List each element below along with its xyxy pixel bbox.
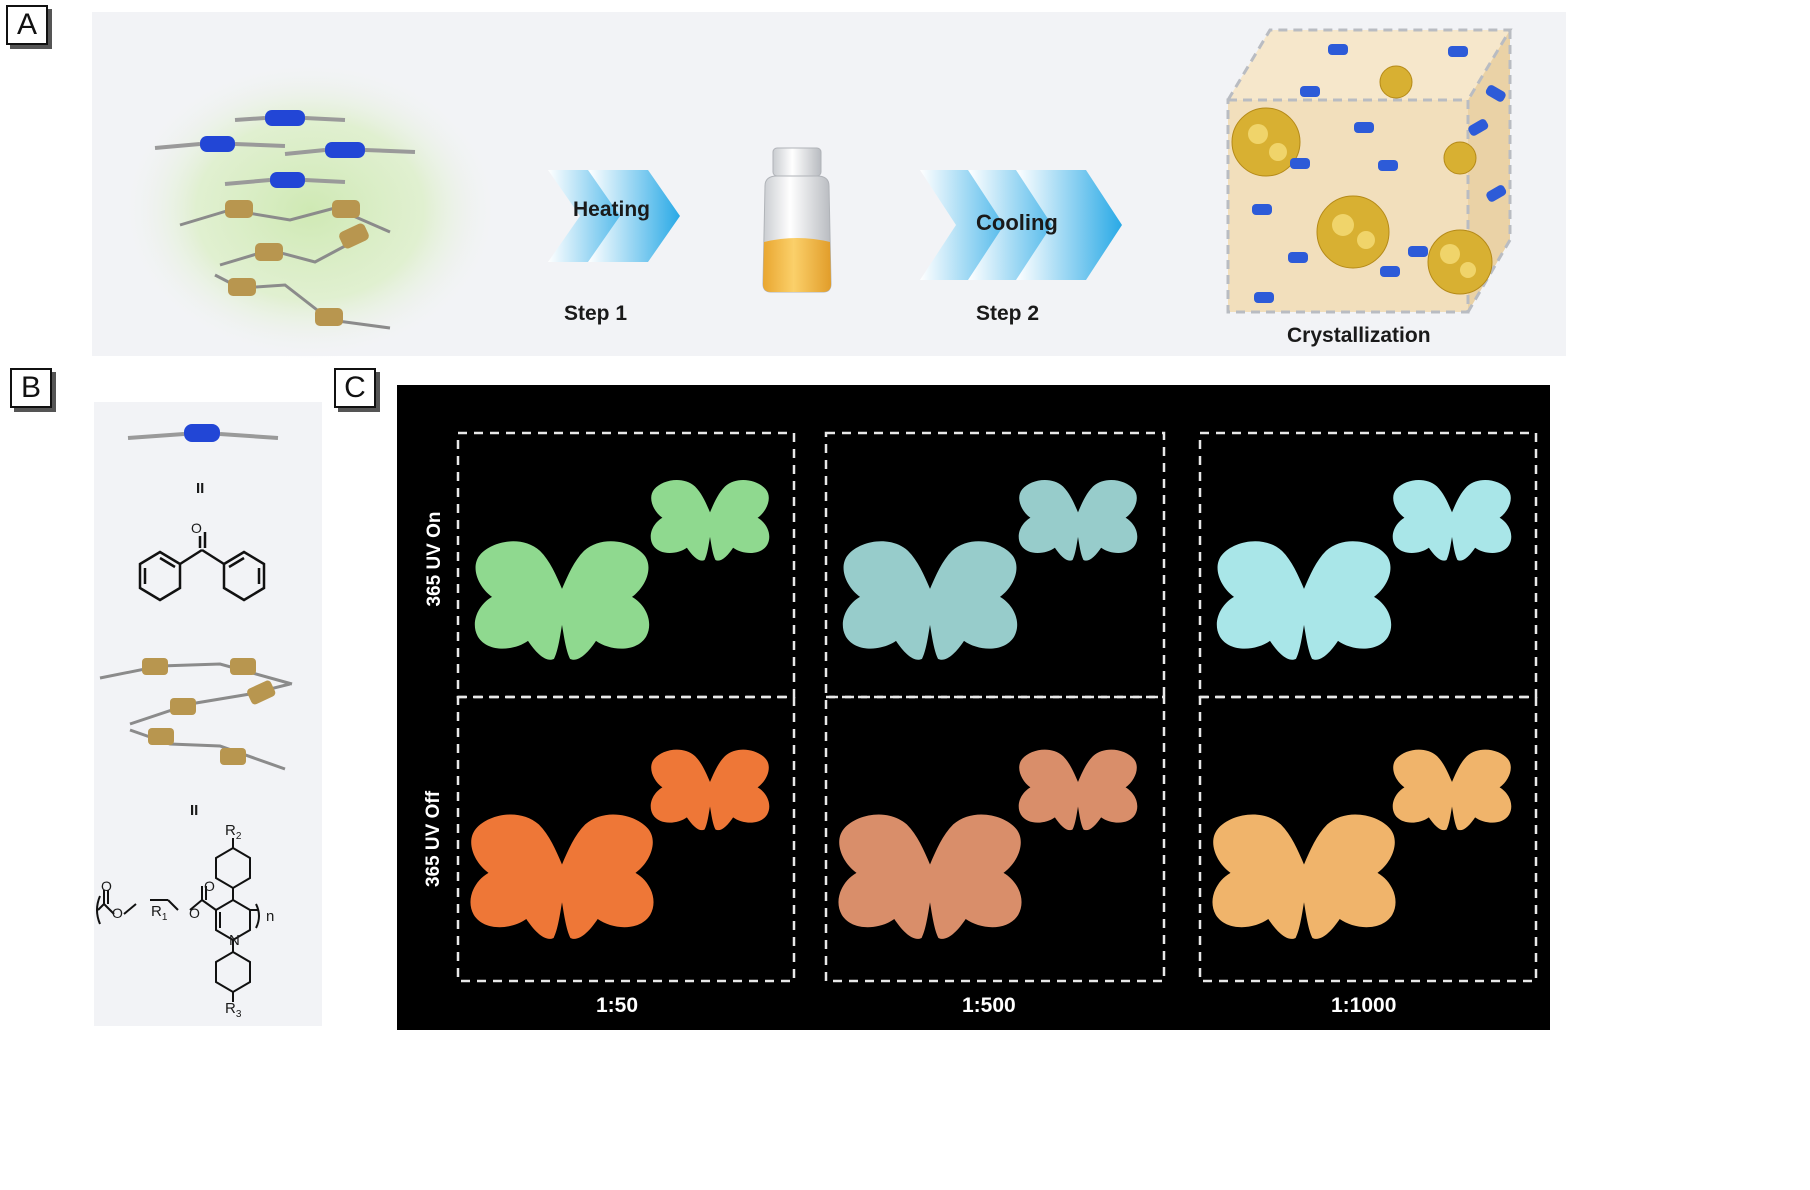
butterfly-pattern-small <box>1392 480 1512 561</box>
step1-label: Step 1 <box>564 302 628 325</box>
chem-o-ester-carbonyl: O <box>204 878 215 894</box>
chem-r1-label: R1 <box>151 903 168 923</box>
ratio-label-3: 1:1000 <box>1331 994 1397 1017</box>
donor-core <box>325 142 365 158</box>
equivalence-mark-2: II <box>190 802 199 819</box>
equivalence-mark-1: II <box>196 480 205 497</box>
panel-a-letter: A <box>6 5 48 45</box>
butterfly-grid <box>456 431 1538 983</box>
butterfly-pattern-small <box>650 480 770 561</box>
donor-molecule-icon <box>127 424 279 442</box>
sample-cell <box>824 695 1166 983</box>
crystal-cube <box>1226 28 1513 314</box>
panel-c-letter: C <box>334 368 376 408</box>
butterfly-pattern-small <box>1392 749 1512 831</box>
butterfly-pattern-large <box>1212 814 1396 939</box>
butterfly-pattern-large <box>838 814 1022 939</box>
panel-b-background <box>94 402 322 1026</box>
step2-label: Step 2 <box>976 302 1040 325</box>
butterfly-pattern-large <box>470 814 654 939</box>
chem-o-ester-ether: O <box>189 905 200 921</box>
cooling-arrow <box>920 170 1122 280</box>
ratio-label-1: 1:50 <box>596 994 639 1017</box>
butterfly-pattern-small <box>1018 480 1138 561</box>
ratio-label-2: 1:500 <box>962 994 1016 1017</box>
butterfly-pattern-large <box>474 541 650 660</box>
carbonyl-oxygen-label: O <box>191 520 202 536</box>
polymer-chemical-structure <box>96 838 260 1002</box>
donor-molecule <box>154 116 416 186</box>
chem-n-label: N <box>229 932 240 949</box>
heating-label: Heating <box>573 198 651 221</box>
mixed-molecule-cluster <box>120 60 500 360</box>
donor-core <box>200 136 235 152</box>
butterfly-pattern-large <box>1216 541 1392 660</box>
butterfly-pattern-small <box>650 749 770 831</box>
donor-core <box>270 172 305 188</box>
acceptor-polymer-icon <box>99 658 293 771</box>
benzophenone-structure <box>138 532 266 602</box>
donor-core <box>265 110 305 126</box>
sample-cell <box>456 695 796 983</box>
chem-repeat-n: n <box>266 908 275 925</box>
panel-b-letter: B <box>10 368 52 408</box>
chem-r2-label: R2 <box>225 822 242 842</box>
heating-arrow <box>548 170 680 262</box>
cooling-label: Cooling <box>976 210 1058 235</box>
butterfly-pattern-small <box>1018 749 1138 831</box>
chem-o-ether-left: O <box>112 905 123 921</box>
butterfly-pattern-large <box>842 541 1018 660</box>
crystallization-label: Crystallization <box>1287 324 1431 347</box>
sample-cell <box>1198 695 1538 983</box>
chem-o-top-left: O <box>101 878 112 894</box>
chem-r3-label: R3 <box>225 1000 242 1020</box>
vial-icon <box>762 147 832 293</box>
